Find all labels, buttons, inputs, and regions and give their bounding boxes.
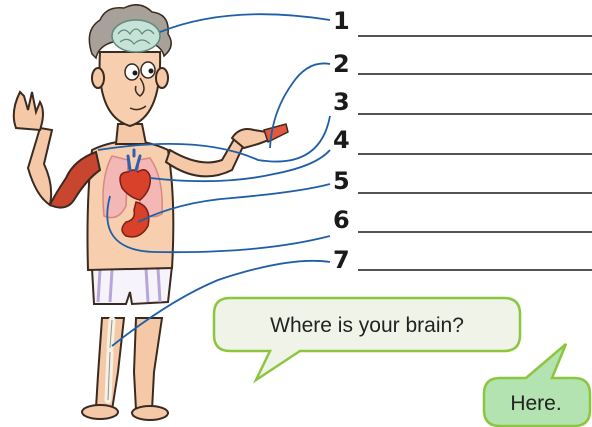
left-ear: [92, 68, 104, 88]
left-foot: [82, 405, 118, 419]
brain: [112, 20, 160, 52]
right-arm: [166, 136, 246, 176]
answer-text: Here.: [510, 392, 561, 415]
label-number-7: 7: [333, 246, 350, 274]
question-bubble: Where is your brain?: [214, 298, 520, 380]
skin-section: [264, 124, 288, 142]
right-leg: [134, 318, 162, 410]
left-pupil: [133, 71, 138, 76]
label-number-5: 5: [333, 167, 350, 195]
label-list: 1 2 3 4 5 6 7: [333, 7, 592, 274]
leader-line-1: [160, 14, 330, 32]
left-hand: [14, 92, 43, 130]
answer-bubble: Here.: [484, 344, 590, 426]
question-text: Where is your brain?: [270, 314, 464, 337]
label-number-4: 4: [333, 126, 350, 154]
label-number-6: 6: [333, 206, 350, 234]
right-foot: [132, 406, 168, 420]
neck: [116, 124, 146, 144]
cartoon-man-illustration: [14, 5, 288, 420]
label-number-1: 1: [333, 7, 350, 35]
right-ear: [156, 68, 168, 88]
label-number-3: 3: [333, 88, 350, 116]
right-pupil: [149, 69, 154, 74]
left-upper-arm: [28, 128, 52, 205]
question-bubble-shape: [214, 298, 520, 380]
label-number-2: 2: [333, 50, 350, 78]
